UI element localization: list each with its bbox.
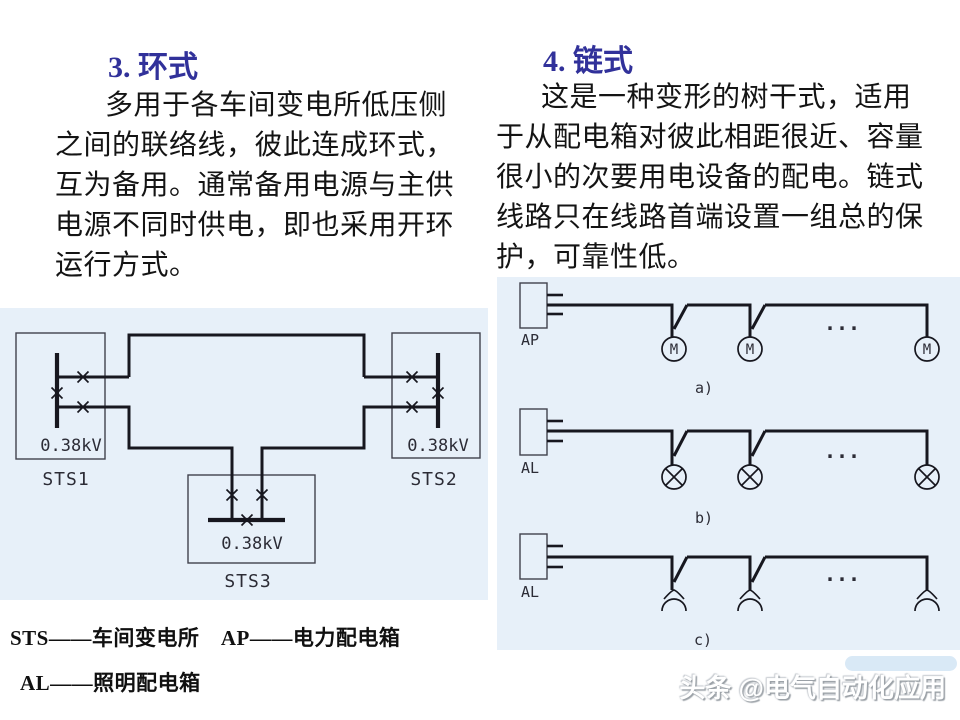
- ring-section-title: 3. 环式: [108, 51, 198, 84]
- chain-paragraph-line: 很小的次要用电设备的配电。链式: [496, 162, 924, 193]
- sts2-name-label: STS2: [410, 469, 457, 490]
- ap-label: AP: [521, 331, 539, 349]
- ring-paragraph-line: 多用于各车间变电所低压侧: [105, 90, 448, 121]
- feeder-c: [687, 555, 752, 590]
- sts1-voltage-label: 0.38kV: [40, 436, 101, 456]
- tee-slash: [750, 304, 767, 330]
- ring-paragraph-line: 之间的联络线，彼此连成环式，: [55, 130, 455, 161]
- ring-paragraph: 多用于各车间变电所低压侧 之间的联络线，彼此连成环式， 互为备用。通常备用电源与…: [55, 86, 485, 286]
- legend-line-1: STS——车间变电所 AP——电力配电箱: [10, 626, 401, 650]
- feeder-c: [765, 555, 929, 590]
- sts3-voltage-label: 0.38kV: [221, 534, 282, 554]
- tee-slash: [672, 556, 689, 583]
- sts2-voltage-label: 0.38kV: [407, 436, 468, 456]
- al-box: [519, 408, 548, 456]
- feeder-a: [687, 303, 752, 337]
- ellipsis: ...: [824, 439, 860, 463]
- ring-paragraph-line: 互为备用。通常备用电源与主供: [55, 170, 455, 201]
- feeder-c: [547, 555, 674, 590]
- chain-section-title: 4. 链式: [543, 45, 633, 78]
- legend-line-2: AL——照明配电箱: [20, 671, 201, 695]
- tee-slash: [750, 430, 767, 457]
- socket-icon: [737, 589, 763, 612]
- ring-paragraph-line: 电源不同时供电，即也采用开环: [55, 210, 455, 241]
- sts1-enclosure: [15, 332, 106, 460]
- row-c-label: c): [694, 631, 712, 649]
- motor-icon: M: [737, 336, 763, 362]
- feeder-a: [765, 303, 929, 337]
- lamp-icon: [914, 464, 940, 490]
- lamp-icon: [737, 464, 763, 490]
- feeder-b: [765, 429, 929, 465]
- socket-icon: [914, 589, 940, 612]
- chain-paragraph: 这是一种变形的树干式，适用 于从配电箱对彼此相距很近、容量 很小的次要用电设备的…: [496, 78, 958, 278]
- row-a-label: a): [695, 379, 713, 397]
- chain-paragraph-line: 于从配电箱对彼此相距很近、容量: [496, 122, 924, 153]
- ellipsis: ...: [824, 562, 860, 586]
- ring-top-link: [127, 333, 366, 377]
- al-label-2: AL: [521, 583, 539, 601]
- chain-paragraph-line: 护，可靠性低。: [496, 242, 696, 273]
- svg-text:M: M: [670, 342, 678, 358]
- tee-slash: [750, 556, 767, 583]
- ring-paragraph-line: 运行方式。: [55, 250, 198, 281]
- ring-left-link: [57, 405, 234, 520]
- lamp-icon: [661, 464, 687, 490]
- watermark: 头条 @电气自动化应用: [679, 673, 946, 703]
- motor-icon: M: [661, 336, 687, 362]
- svg-text:M: M: [746, 342, 754, 358]
- tee-slash: [672, 430, 689, 457]
- chain-paragraph-line: 这是一种变形的树干式，适用: [541, 82, 912, 113]
- al-label: AL: [521, 459, 539, 477]
- ring-right-link: [260, 405, 438, 520]
- chain-diagram: M M M ... AP a) ... AL b) ... AL c): [519, 282, 940, 649]
- ellipsis: ...: [824, 311, 860, 335]
- feeder-b: [687, 429, 752, 465]
- sts3-name-label: STS3: [224, 571, 271, 592]
- feeder-b: [547, 429, 674, 465]
- svg-text:M: M: [923, 342, 931, 358]
- chain-paragraph-line: 线路只在线路首端设置一组总的保: [496, 202, 924, 233]
- sts2-enclosure: [391, 332, 481, 459]
- sts3-enclosure: [187, 474, 316, 564]
- ring-diagram-panel: [0, 308, 488, 600]
- al-box-2: [519, 533, 548, 580]
- socket-icon: [661, 589, 687, 612]
- chain-diagram-panel: [497, 277, 960, 650]
- sts1-name-label: STS1: [42, 469, 89, 490]
- motor-icon: M: [914, 336, 940, 362]
- row-b-label: b): [695, 509, 713, 527]
- tee-slash: [672, 304, 689, 330]
- ap-box: [519, 282, 548, 329]
- feeder-a: [547, 303, 674, 337]
- watermark-highlight: [845, 656, 957, 671]
- ring-diagram: 0.38kV 0.38kV 0.38kV STS1 STS2 STS3: [15, 332, 481, 592]
